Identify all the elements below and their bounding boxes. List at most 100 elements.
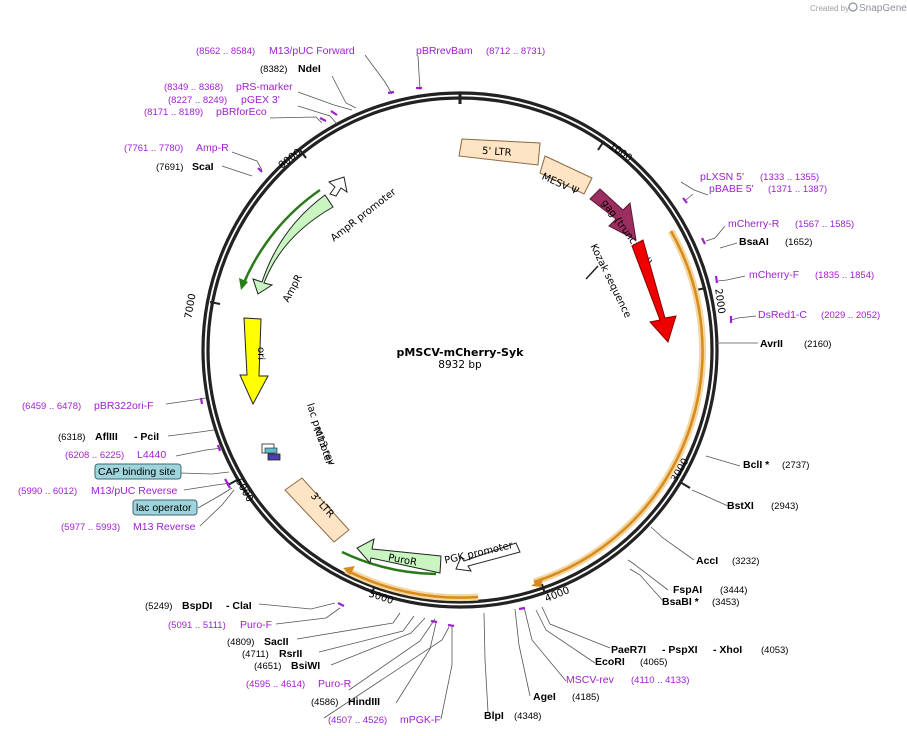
feature-label-kozak: Kozak sequence	[588, 242, 633, 319]
feature-mcherry[interactable]	[631, 239, 677, 343]
primer-mcherry-r[interactable]: mCherry-R	[728, 218, 780, 230]
feature-gag-truncated[interactable]	[589, 188, 637, 241]
site-pcii[interactable]: - PciI	[134, 431, 159, 443]
site-bspdi[interactable]: BspDI	[182, 600, 212, 612]
site-bsabi[interactable]: BsaBI *	[662, 596, 700, 608]
site-pos-scai: (7691)	[156, 162, 183, 173]
feature-cap-lac-elements[interactable]	[264, 447, 278, 454]
ampr-strand-arc	[241, 188, 321, 286]
primer-puro-f[interactable]: Puro-F	[240, 619, 272, 631]
watermark-prefix: Created by	[810, 4, 849, 13]
site-clai[interactable]: - ClaI	[226, 600, 252, 612]
primer-pos-mscv-rev: (4110 .. 4133)	[631, 675, 689, 686]
primer-pos-m13-puc-forward: (8562 .. 8584)	[196, 46, 255, 57]
primer-pos-pbr322ori-f: (6459 .. 6478)	[22, 401, 81, 412]
primer-pos-mpgk-f: (4507 .. 4526)	[328, 715, 387, 726]
site-pos-rsrii: (4711)	[242, 649, 269, 660]
feature-m13-rev[interactable]	[267, 453, 281, 461]
primer-mscv-rev[interactable]: MSCV-rev	[566, 674, 615, 686]
site-afliii[interactable]: AflIII	[95, 431, 118, 443]
feature-5-ltr[interactable]	[458, 138, 541, 166]
primer-pos-pbrrevbam: (8712 .. 8731)	[486, 46, 545, 57]
feature-label-puror: PuroR	[387, 553, 418, 569]
site-pos-ndei: (8382)	[260, 64, 287, 75]
primer-pos-m13-puc-reverse: (5990 .. 6012)	[18, 486, 77, 497]
site-pos-blpi: (4348)	[514, 711, 541, 722]
primer-puro-r[interactable]: Puro-R	[318, 678, 352, 690]
primer-l4440[interactable]: L4440	[137, 449, 166, 461]
site-bsaai[interactable]: BsaAI	[739, 236, 769, 248]
site-scai[interactable]: ScaI	[192, 161, 214, 173]
lac-operator-box[interactable]	[132, 499, 198, 516]
primer-pos-prs-marker: (8349 .. 8368)	[164, 82, 223, 93]
site-sacii[interactable]: SacII	[264, 636, 289, 648]
feature-3-ltr[interactable]	[284, 477, 350, 543]
primer-dsred1-c[interactable]: DsRed1-C	[758, 309, 807, 321]
snapgene-watermark: Created by SnapGene	[810, 2, 907, 14]
site-acci[interactable]: AccI	[696, 555, 718, 567]
site-ecori[interactable]: EcoRI	[595, 656, 625, 668]
plasmid-size: 8932 bp	[438, 359, 482, 371]
feature-label-ori: ori	[255, 347, 266, 360]
primer-prs-marker[interactable]: pRS-marker	[236, 81, 293, 93]
feature-puror[interactable]	[356, 538, 442, 574]
feature-label-5-ltr: 5' LTR	[482, 146, 512, 159]
primer-mpgk-f[interactable]: mPGK-F	[400, 714, 441, 726]
primer-pos-pbabe-5: (1371 .. 1387)	[768, 184, 827, 195]
primer-m13-puc-forward[interactable]: M13/pUC Forward	[269, 45, 355, 57]
primer-pos-pbrforeco: (8171 .. 8189)	[144, 107, 203, 118]
primer-amp-r[interactable]: Amp-R	[196, 142, 229, 154]
feature-mesv-psi[interactable]	[539, 155, 593, 195]
cap-binding-site-box[interactable]	[94, 463, 182, 480]
site-hindiii[interactable]: HindIII	[348, 696, 380, 708]
site-pos-sacii: (4809)	[227, 637, 254, 648]
primer-mcherry-f[interactable]: mCherry-F	[749, 269, 799, 281]
feature-kozak[interactable]	[585, 265, 599, 280]
site-pos-bcli: (2737)	[782, 460, 809, 471]
site-pos-avrii: (2160)	[804, 339, 831, 350]
site-pos-agei: (4185)	[572, 692, 599, 703]
site-rsrii[interactable]: RsrII	[279, 648, 302, 660]
site-paer7i[interactable]: PaeR7I	[611, 644, 646, 656]
primer-pbabe-5[interactable]: pBABE 5'	[709, 183, 754, 195]
site-avrii[interactable]: AvrII	[760, 338, 783, 350]
feature-ori[interactable]	[239, 317, 269, 406]
site-fspai[interactable]: FspAI	[673, 584, 702, 596]
site-pspxi[interactable]: - PspXI	[662, 644, 698, 656]
watermark-brand: SnapGene	[859, 3, 907, 14]
primer-pbrforeco[interactable]: pBRforEco	[216, 106, 267, 118]
primer-m13-puc-reverse[interactable]: M13/pUC Reverse	[91, 485, 178, 497]
primer-plxsn-5[interactable]: pLXSN 5'	[700, 171, 744, 183]
plasmid-name: pMSCV-mCherry-Syk	[397, 346, 525, 359]
tick-label-4000: 4000	[544, 585, 572, 605]
tick-label-1000: 1000	[607, 141, 634, 165]
site-bsiwi[interactable]: BsiWI	[291, 660, 320, 672]
primer-pos-l4440: (6208 .. 6225)	[65, 450, 124, 461]
site-xhoi[interactable]: - XhoI	[713, 644, 742, 656]
primer-pos-m13-reverse: (5977 .. 5993)	[61, 522, 120, 533]
primer-pos-puro-r: (4595 .. 4614)	[246, 679, 305, 690]
site-blpi[interactable]: BlpI	[484, 710, 504, 722]
site-pos-bstxi: (2943)	[771, 501, 798, 512]
site-pos-fspai: (3444)	[720, 585, 747, 596]
snapgene-logo-icon	[848, 2, 858, 12]
primer-pgex-3[interactable]: pGEX 3'	[241, 94, 280, 106]
primer-m13-reverse[interactable]: M13 Reverse	[133, 521, 196, 533]
site-pos-afliii: (6318)	[58, 432, 85, 443]
site-pos-bsabi: (3453)	[712, 597, 739, 608]
site-ndei[interactable]: NdeI	[298, 63, 321, 75]
feature-ampr[interactable]	[252, 194, 334, 295]
primer-marks	[199, 86, 733, 628]
feature-pgk-promoter[interactable]	[455, 542, 521, 572]
site-agei[interactable]: AgeI	[533, 691, 556, 703]
primer-pbr322ori-f[interactable]: pBR322ori-F	[94, 400, 154, 412]
site-bstxi[interactable]: BstXI	[727, 500, 754, 512]
primer-pos-plxsn-5: (1333 .. 1355)	[760, 172, 819, 183]
site-pos-bspdi: (5249)	[145, 601, 172, 612]
primer-pbrrevbam[interactable]: pBRrevBam	[416, 45, 473, 57]
site-bcli[interactable]: BclI *	[743, 459, 770, 471]
primer-pos-dsred1-c: (2029 .. 2052)	[821, 310, 880, 321]
feature-ampr-promoter[interactable]	[327, 176, 348, 197]
site-pos-bsiwi: (4651)	[254, 661, 281, 672]
